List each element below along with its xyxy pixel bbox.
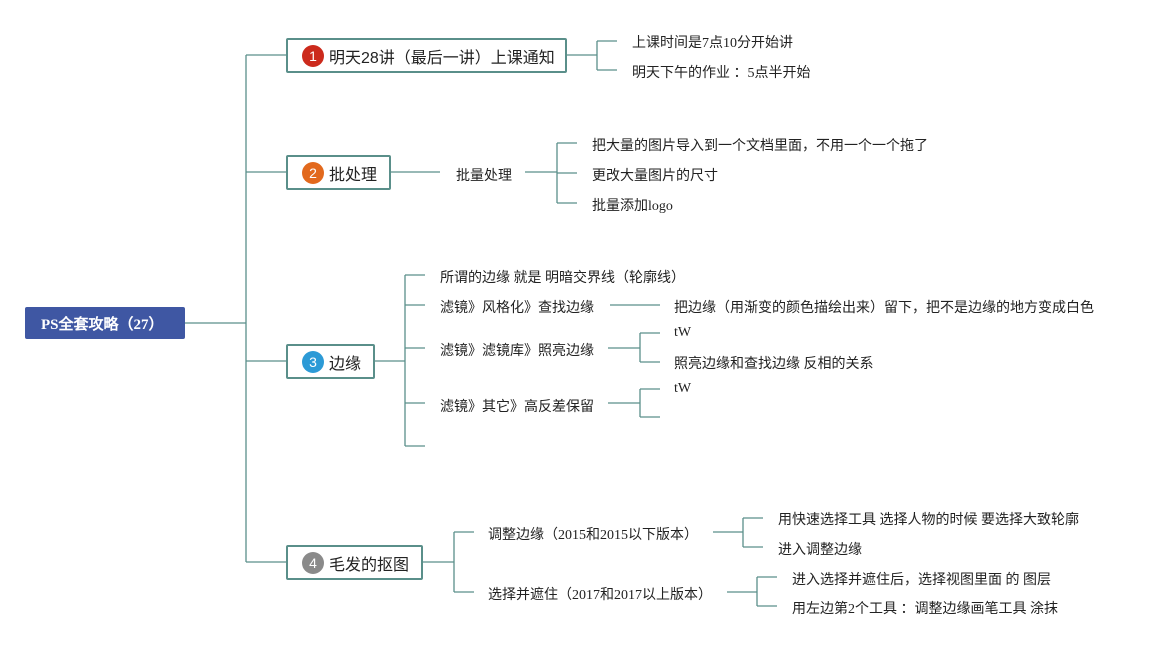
topic-2-child-2[interactable]: 更改大量图片的尺寸 — [592, 169, 718, 184]
number-1-icon: 1 — [302, 44, 324, 67]
topic-2-sub[interactable]: 批量处理 — [456, 167, 512, 183]
number-2-icon: 2 — [302, 161, 324, 184]
topic-3-child-3-sub-2[interactable]: 照亮边缘和查找边缘 反相的关系 — [674, 357, 874, 372]
topic-1-child-2[interactable]: 明天下午的作业 ：5点半开始 — [632, 66, 811, 81]
topic-2-child-3[interactable]: 批量添加logo — [592, 199, 673, 214]
topic-4-child-2[interactable]: 选择并遮住（2017和2017以上版本） — [488, 588, 712, 603]
topic-2-child-1[interactable]: 把大量的图片导入到一个文档里面，不用一个一个拖了 — [592, 139, 928, 154]
topic-1[interactable]: 1 明天28讲（最后一讲）上课通知 — [286, 38, 567, 73]
topic-3-child-3[interactable]: 滤镜》滤镜库》照亮边缘 — [440, 344, 594, 359]
root-topic-label: PS全套攻略（27） — [41, 316, 164, 333]
root-topic[interactable]: PS全套攻略（27） — [25, 307, 185, 339]
topic-3-child-3-sub-1[interactable]: tW — [674, 325, 692, 340]
topic-3-child-4[interactable]: 滤镜》其它》高反差保留 — [440, 400, 594, 415]
topic-3-child-1[interactable]: 所谓的边缘 就是 明暗交界线（轮廓线） — [440, 271, 685, 286]
topic-2-label: 批处理 — [329, 166, 378, 184]
topic-3-child-2-sub-1[interactable]: 把边缘（用渐变的颜色描绘出来）留下，把不是边缘的地方变成白色 — [674, 301, 1094, 316]
number-4-icon: 4 — [302, 551, 324, 574]
topic-4-child-1-sub-2[interactable]: 进入调整边缘 — [778, 543, 862, 558]
topic-3-child-2[interactable]: 滤镜》风格化》查找边缘 — [440, 301, 594, 316]
topic-4-label: 毛发的抠图 — [329, 556, 410, 574]
topic-4[interactable]: 4 毛发的抠图 — [286, 545, 423, 580]
topic-4-child-2-sub-1[interactable]: 进入选择并遮住后，选择视图里面 的 图层 — [792, 573, 1051, 588]
topic-3-child-4-sub-1[interactable]: tW — [674, 381, 692, 396]
topic-4-child-1-sub-1[interactable]: 用快速选择工具 选择人物的时候 要选择大致轮廓 — [778, 513, 1079, 528]
topic-4-child-1[interactable]: 调整边缘（2015和2015以下版本） — [488, 528, 698, 543]
topic-2[interactable]: 2 批处理 — [286, 155, 391, 190]
topic-1-label: 明天28讲（最后一讲）上课通知 — [329, 49, 555, 67]
number-3-icon: 3 — [302, 350, 324, 373]
topic-3-label: 边缘 — [329, 355, 362, 373]
topic-1-child-1[interactable]: 上课时间是7点10分开始讲 — [632, 36, 793, 51]
topic-4-child-2-sub-2[interactable]: 用左边第2个工具 ：调整边缘画笔工具 涂抹 — [792, 602, 1058, 617]
topic-3[interactable]: 3 边缘 — [286, 344, 375, 379]
